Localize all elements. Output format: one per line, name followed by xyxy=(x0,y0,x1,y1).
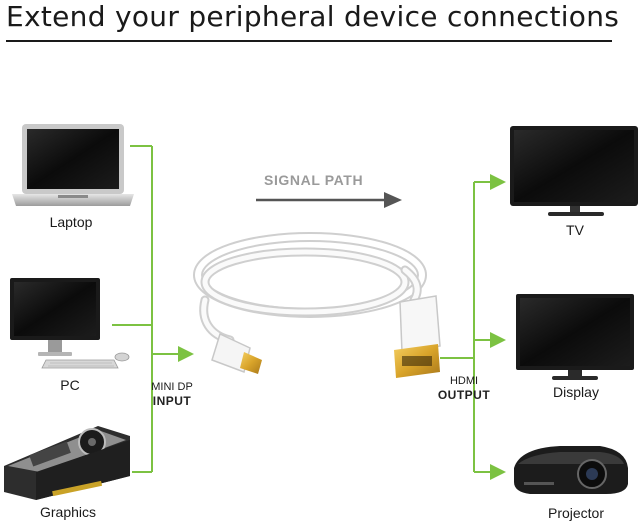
title-underline xyxy=(6,40,612,42)
signal-path-label: SIGNAL PATH xyxy=(264,172,364,188)
output-port-type: HDMI xyxy=(449,375,479,387)
hdmi-plug xyxy=(394,295,441,378)
output-port-direction: OUTPUT xyxy=(437,388,491,402)
projector-icon xyxy=(514,446,628,494)
destination-label-tv: TV xyxy=(566,222,584,238)
input-port-direction: INPUT xyxy=(152,394,192,408)
source-label-graphics: Graphics xyxy=(39,504,97,520)
page-title: Extend your peripheral device connection… xyxy=(6,0,620,33)
mini-displayport-plug xyxy=(211,332,262,374)
graphics-card-icon xyxy=(4,426,130,500)
source-label-pc: PC xyxy=(60,377,80,393)
input-port-type: MINI DP xyxy=(151,381,193,393)
tv-icon xyxy=(510,126,638,216)
adapter-cable xyxy=(193,232,427,345)
output-port-label: HDMI OUTPUT xyxy=(428,374,500,403)
source-label-laptop: Laptop xyxy=(49,214,93,230)
desktop-pc-icon xyxy=(10,278,130,369)
destination-label-projector: Projector xyxy=(547,505,605,521)
laptop-icon xyxy=(12,124,134,206)
destination-label-display: Display xyxy=(553,384,599,400)
signal-path-arrow xyxy=(256,192,402,208)
output-connector-lines xyxy=(440,174,506,480)
input-port-label: MINI DP INPUT xyxy=(140,380,204,409)
input-connector-lines xyxy=(112,145,194,473)
monitor-icon xyxy=(516,294,634,380)
